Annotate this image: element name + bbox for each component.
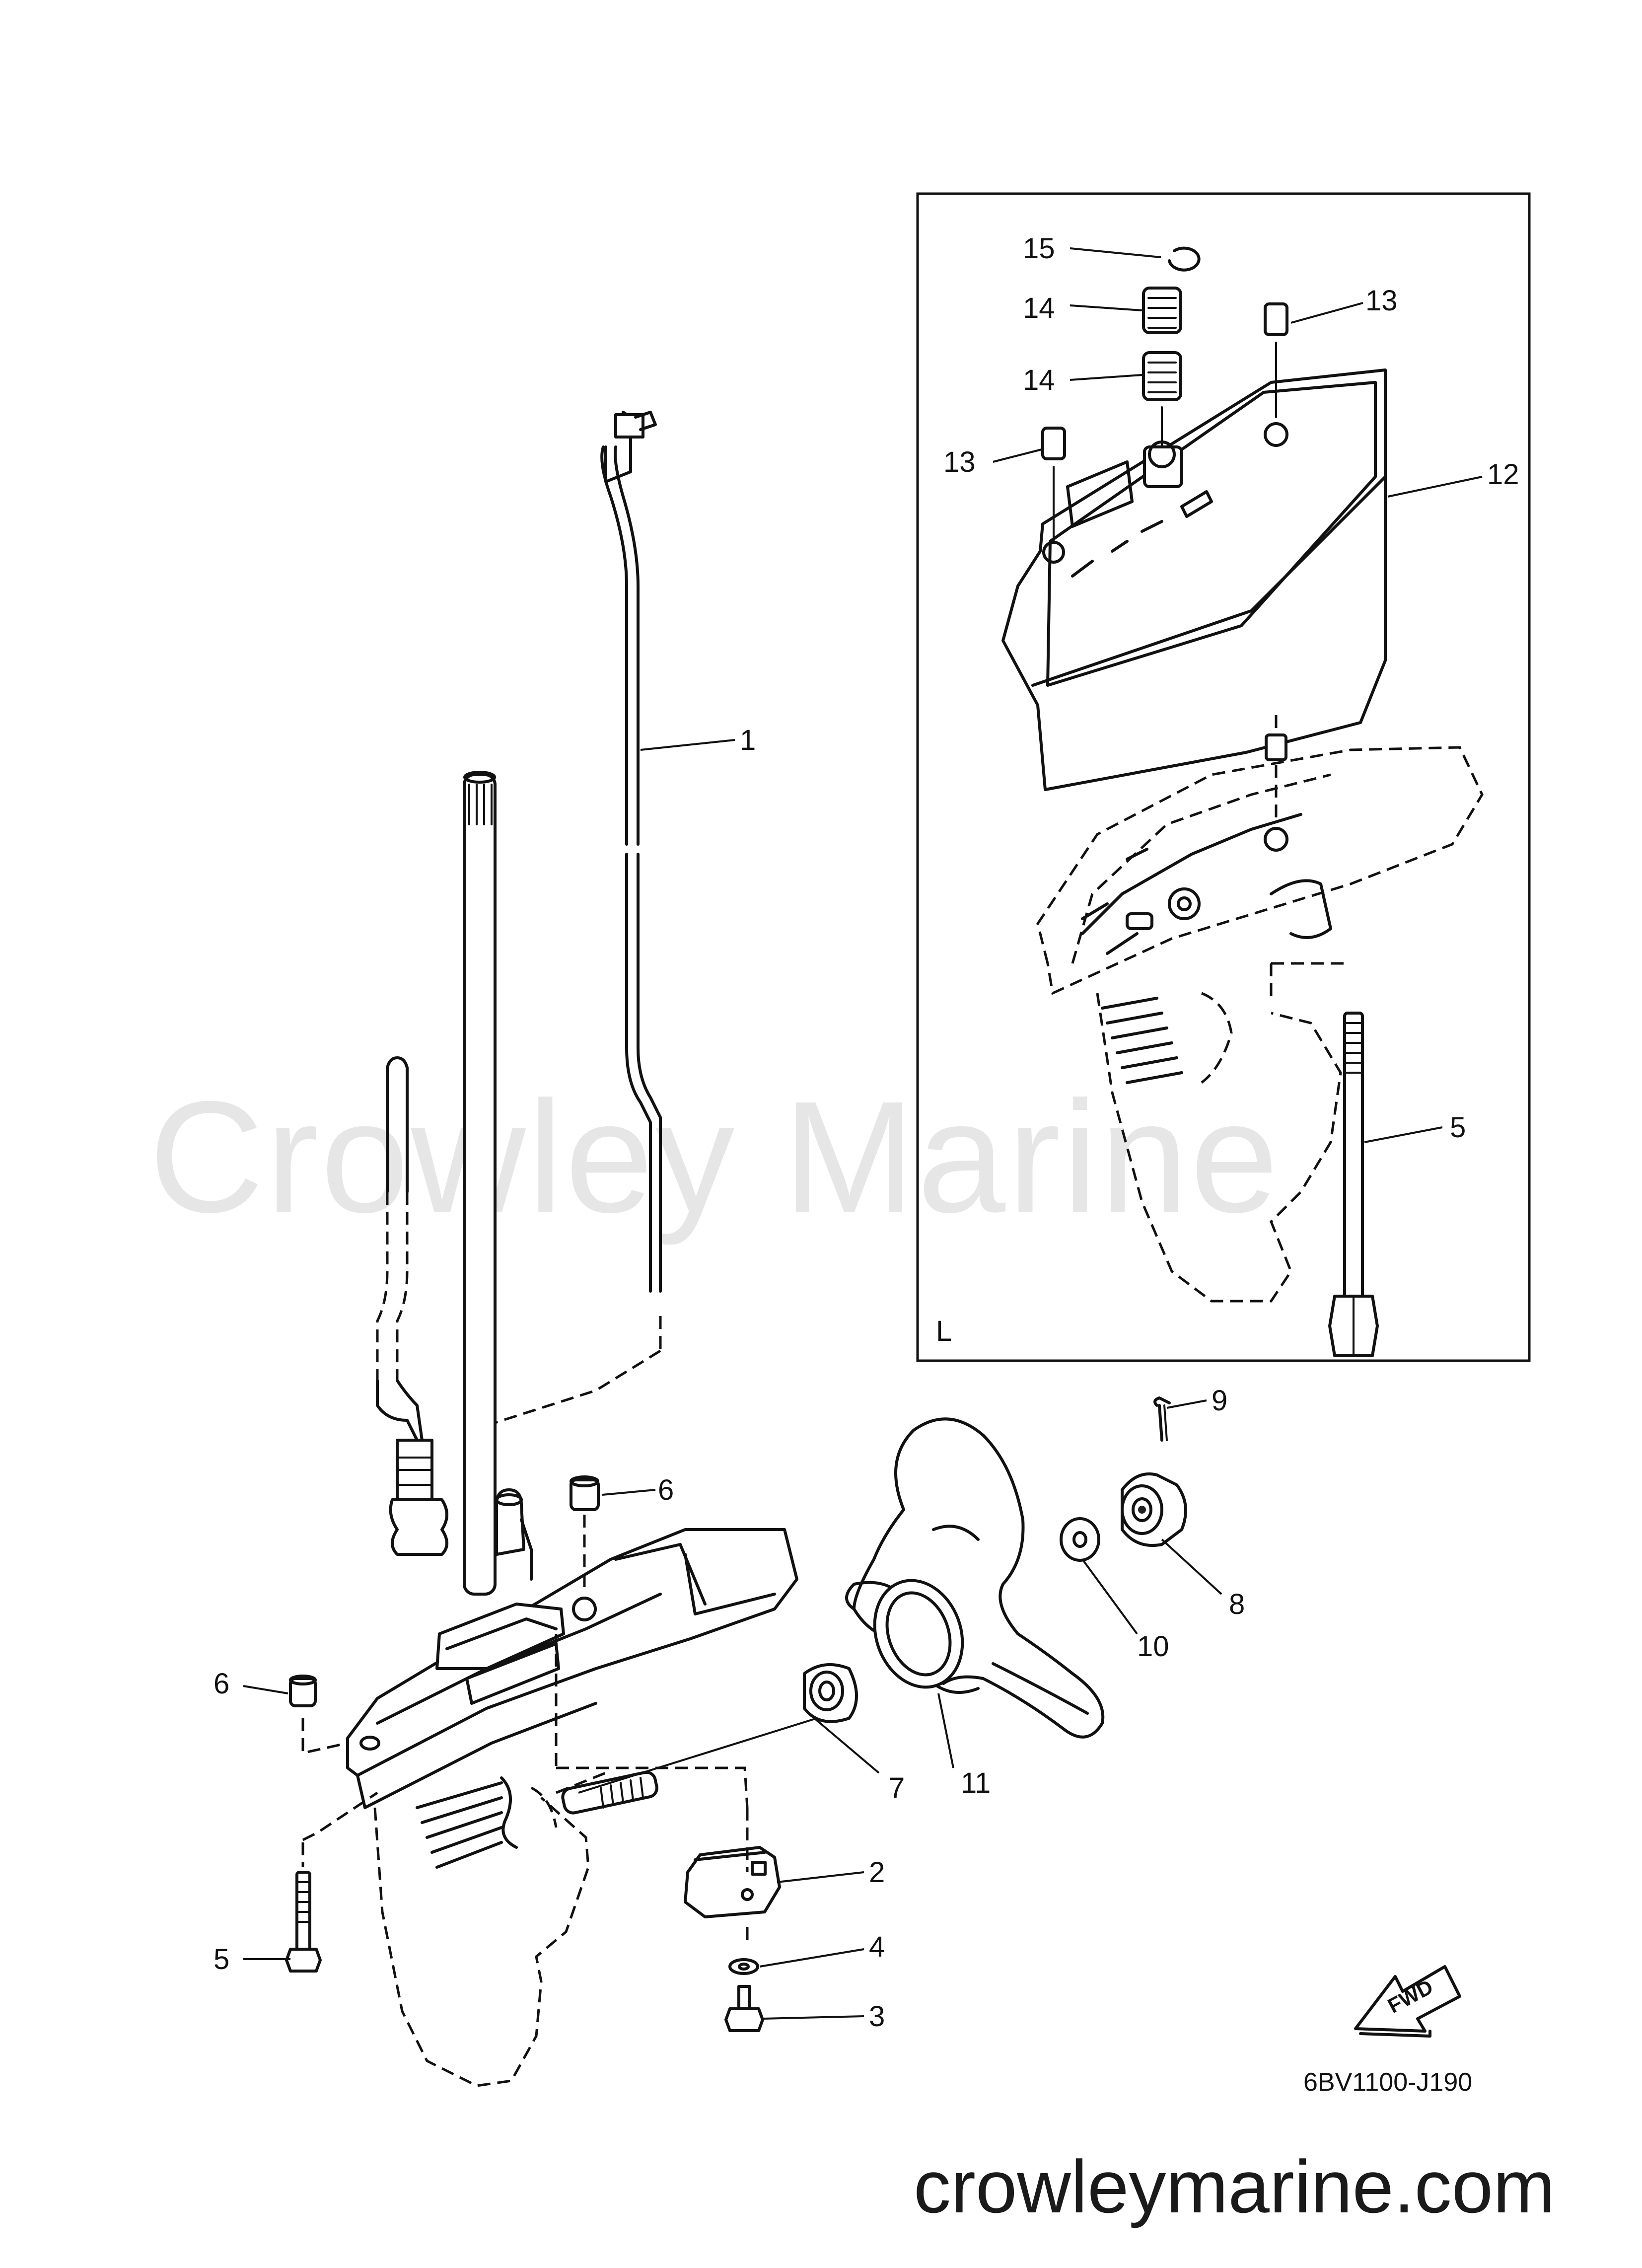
propeller-shaft-part bbox=[561, 1717, 817, 1815]
washer-part bbox=[1060, 1517, 1100, 1562]
dowel-right-part bbox=[1264, 302, 1288, 418]
dowel-left-part bbox=[1041, 427, 1066, 542]
callout-4: 4 bbox=[869, 1931, 885, 1963]
inset-panel: L bbox=[916, 192, 1531, 1362]
collar-side-part bbox=[289, 1675, 317, 1707]
callout-13-right: 13 bbox=[1365, 285, 1398, 317]
inset-label: L bbox=[936, 1315, 952, 1347]
dowel-small-part bbox=[1265, 715, 1287, 824]
callout-13-left: 13 bbox=[943, 446, 976, 478]
water-tube-part bbox=[376, 1056, 448, 1556]
circlip-part bbox=[1168, 246, 1201, 272]
callout-14-lower: 14 bbox=[1023, 364, 1055, 396]
callout-15: 15 bbox=[1023, 232, 1055, 265]
callout-2: 2 bbox=[869, 1856, 885, 1889]
callout-11: 11 bbox=[961, 1767, 991, 1799]
callout-14-upper: 14 bbox=[1023, 292, 1055, 324]
cotter-pin-part bbox=[1153, 1396, 1171, 1442]
callout-5-inset: 5 bbox=[1450, 1111, 1466, 1144]
collar-top-part bbox=[570, 1475, 600, 1589]
inset-lower-unit bbox=[1036, 746, 1484, 1303]
drawing-code: 6BV1100-J190 bbox=[1303, 2068, 1472, 2097]
callout-12: 12 bbox=[1487, 458, 1519, 491]
callout-6-side: 6 bbox=[214, 1668, 229, 1700]
extension-housing-part bbox=[1001, 368, 1387, 791]
callout-5-main: 5 bbox=[214, 1943, 229, 1975]
shift-rod-part bbox=[600, 411, 662, 1293]
lower-casing-body bbox=[373, 1776, 590, 2087]
lower-casing-plate bbox=[346, 1528, 798, 1809]
callout-3: 3 bbox=[869, 2000, 885, 2033]
anode-bolt-part bbox=[724, 1985, 764, 2032]
callout-6-top: 6 bbox=[658, 1474, 674, 1506]
anode-part bbox=[684, 1808, 781, 1944]
watermark-text: Crowley Marine bbox=[149, 1068, 1281, 1246]
bolt-long-part bbox=[1328, 1012, 1379, 1357]
small-washer-part bbox=[728, 1958, 759, 1975]
shaft-grommet-part bbox=[495, 1488, 533, 1581]
callout-9: 9 bbox=[1212, 1385, 1227, 1417]
thrust-washer-part bbox=[803, 1663, 858, 1723]
prop-nut-part bbox=[1121, 1472, 1187, 1547]
callout-1: 1 bbox=[740, 724, 756, 756]
callout-8: 8 bbox=[1229, 1588, 1245, 1620]
callout-10: 10 bbox=[1137, 1630, 1169, 1663]
propeller-part bbox=[845, 1417, 1105, 1739]
callout-7: 7 bbox=[889, 1772, 905, 1804]
bearing-lower-part bbox=[1142, 351, 1182, 401]
drive-shaft-part bbox=[463, 771, 497, 1596]
bolt-short-part bbox=[285, 1842, 322, 1973]
site-url: crowleymarine.com bbox=[914, 2145, 1555, 2228]
bearing-upper-part bbox=[1142, 287, 1182, 334]
fwd-arrow-icon: FWD bbox=[1354, 1965, 1461, 2038]
